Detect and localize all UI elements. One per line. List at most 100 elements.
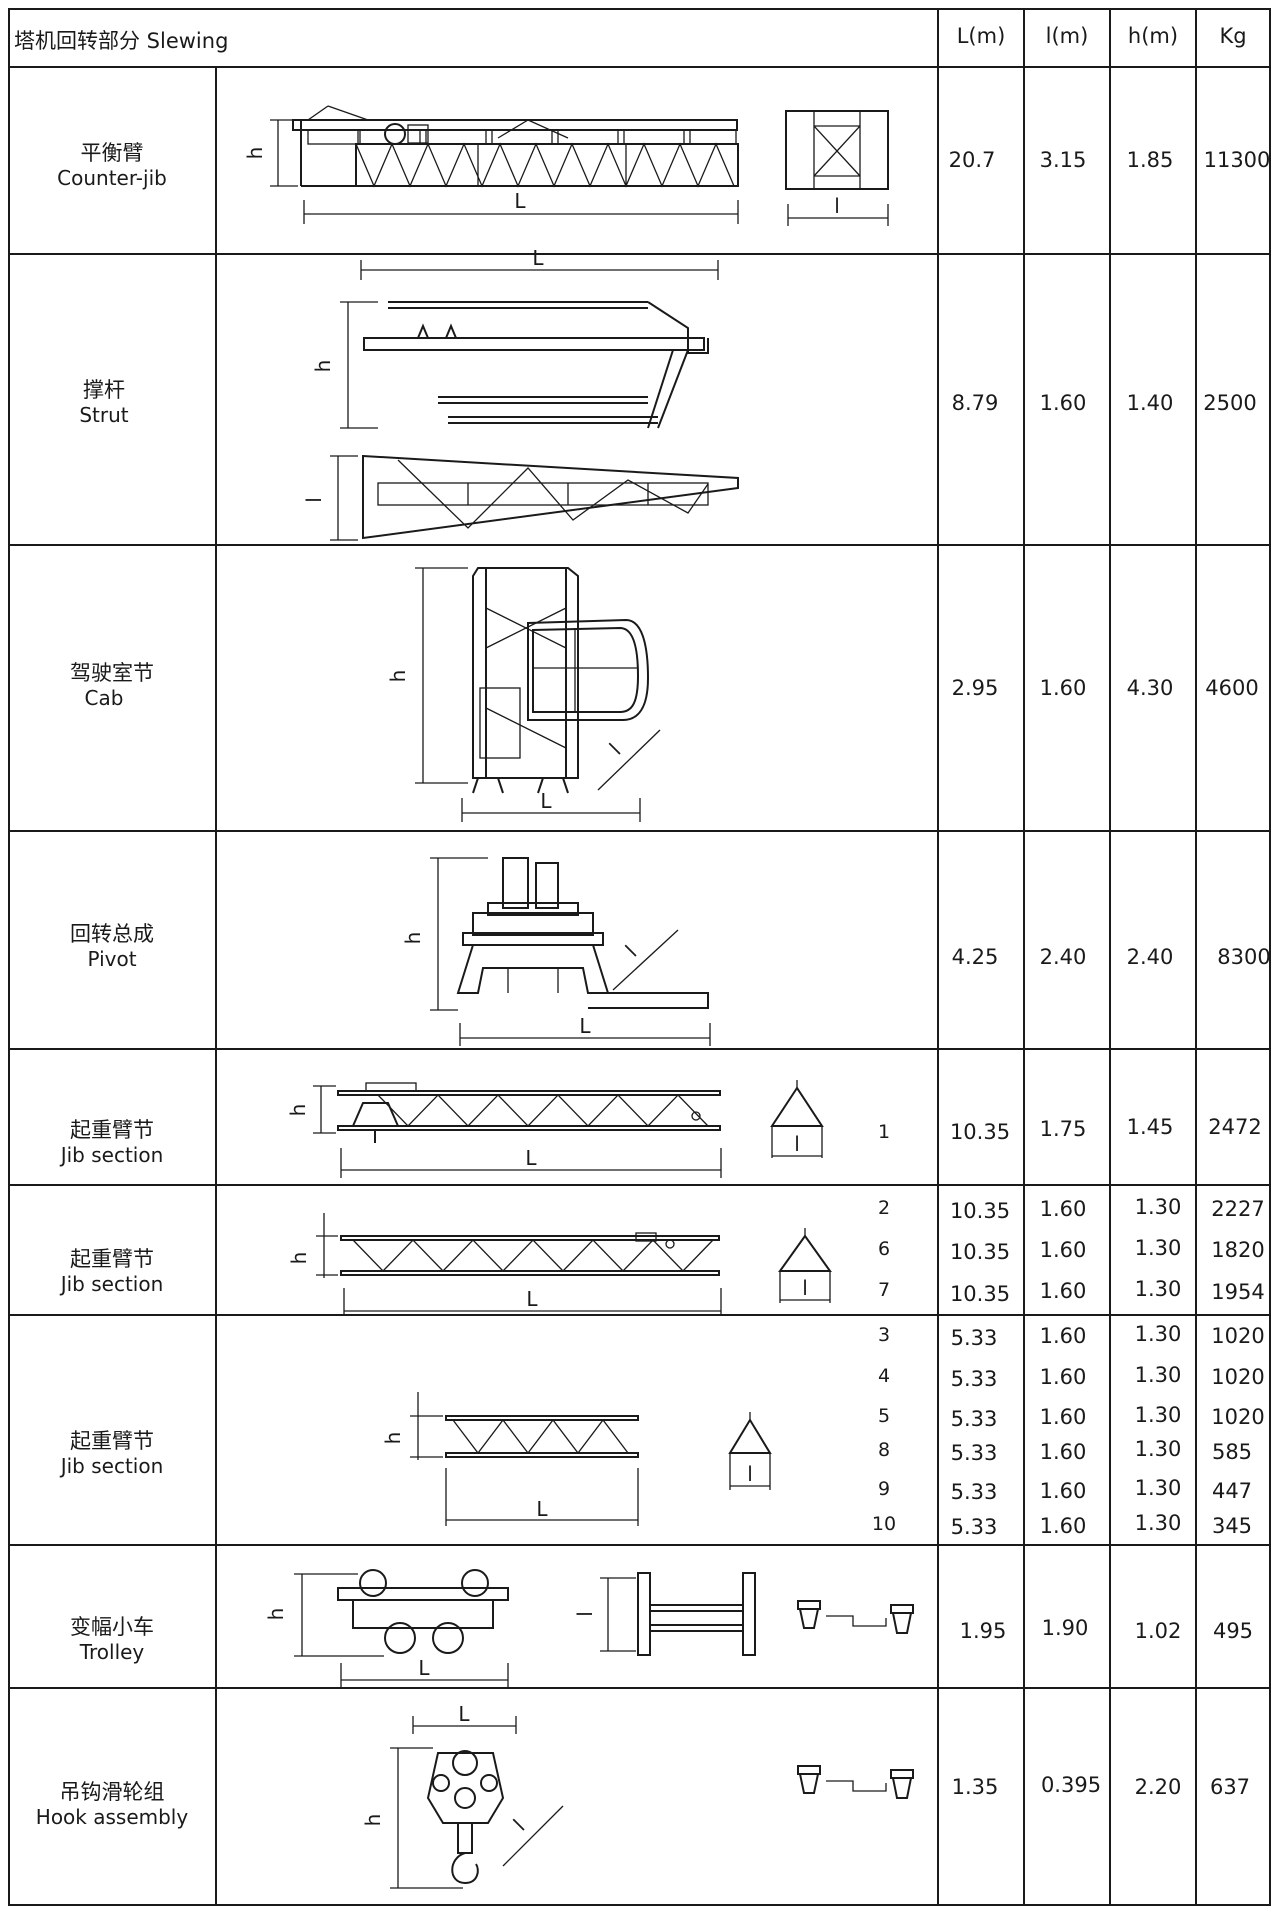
value-height: 1.30 bbox=[1135, 1403, 1182, 1427]
trolley-drawing: h L l bbox=[264, 1569, 914, 1688]
col-header-width: l(m) bbox=[1046, 24, 1089, 48]
value-height: 1.85 bbox=[1127, 148, 1174, 172]
dim-label-width: l bbox=[747, 1462, 753, 1486]
row-hook-values: 1.35 0.395 2.20 637 bbox=[952, 1773, 1250, 1799]
dim-label-length: L bbox=[458, 1702, 470, 1726]
value-weight: 447 bbox=[1212, 1479, 1252, 1503]
row-jib2-name-en: Jib section bbox=[59, 1272, 164, 1296]
dim-label-height: h bbox=[381, 1432, 405, 1445]
value-length: 10.35 bbox=[950, 1282, 1010, 1306]
value-weight: 4600 bbox=[1205, 676, 1258, 700]
dim-label-length: L bbox=[540, 789, 552, 813]
row-jib2-values: 2 10.35 1.60 1.30 2227 6 10.35 1.60 1.30… bbox=[878, 1195, 1265, 1306]
jib-section-line: 5 5.33 1.60 1.30 1020 bbox=[878, 1403, 1265, 1431]
value-weight: 585 bbox=[1212, 1440, 1252, 1464]
value-length: 4.25 bbox=[952, 945, 999, 969]
dim-label-length: L bbox=[579, 1014, 591, 1038]
value-weight: 1820 bbox=[1211, 1238, 1264, 1262]
row-strut-name-en: Strut bbox=[79, 403, 128, 427]
value-length: 5.33 bbox=[951, 1515, 998, 1539]
value-height: 1.30 bbox=[1135, 1476, 1182, 1500]
value-length: 1.35 bbox=[952, 1775, 999, 1799]
row-jib3-name-en: Jib section bbox=[59, 1454, 164, 1478]
dim-label-length: L bbox=[418, 1656, 430, 1680]
dim-label-width: l bbox=[794, 1132, 800, 1156]
col-header-length: L(m) bbox=[957, 24, 1006, 48]
row-strut-values: 8.79 1.60 1.40 2500 bbox=[952, 391, 1257, 415]
row-jib3-values: 3 5.33 1.60 1.30 1020 4 5.33 1.60 1.30 1… bbox=[872, 1322, 1265, 1539]
value-weight: 2500 bbox=[1203, 391, 1256, 415]
jib-section-number: 7 bbox=[878, 1279, 890, 1301]
table-title: 塔机回转部分 Slewing bbox=[14, 29, 228, 53]
jib-section-number: 2 bbox=[878, 1197, 890, 1219]
value-width: 1.90 bbox=[1042, 1616, 1089, 1640]
row-trolley-name-cn: 变幅小车 bbox=[70, 1615, 154, 1639]
value-height: 1.02 bbox=[1135, 1619, 1182, 1643]
dim-label-width: l bbox=[509, 1815, 530, 1836]
jib-section-line: 8 5.33 1.60 1.30 585 bbox=[878, 1437, 1252, 1465]
value-width: 1.60 bbox=[1040, 1279, 1087, 1303]
dim-label-width: l bbox=[621, 941, 642, 962]
row-trolley-name-en: Trolley bbox=[79, 1640, 145, 1664]
value-height: 1.30 bbox=[1135, 1511, 1182, 1535]
value-length: 10.35 bbox=[950, 1120, 1010, 1144]
dim-label-width: l bbox=[834, 194, 840, 218]
dim-label-height: h bbox=[243, 147, 267, 160]
dim-label-length: L bbox=[514, 189, 526, 213]
value-height: 1.30 bbox=[1135, 1322, 1182, 1346]
jib-section-line: 7 10.35 1.60 1.30 1954 bbox=[878, 1277, 1265, 1306]
value-length: 10.35 bbox=[950, 1199, 1010, 1223]
row-cab-name-en: Cab bbox=[85, 686, 124, 710]
row-cab-values: 2.95 1.60 4.30 4600 bbox=[952, 676, 1259, 700]
jib-section-number: 10 bbox=[872, 1513, 896, 1535]
value-length: 5.33 bbox=[951, 1407, 998, 1431]
value-length: 1.95 bbox=[960, 1619, 1007, 1643]
value-weight: 1020 bbox=[1211, 1324, 1264, 1348]
value-height: 1.40 bbox=[1127, 391, 1174, 415]
jib-section-3-drawing: h L l bbox=[381, 1392, 772, 1526]
value-height: 2.20 bbox=[1135, 1775, 1182, 1799]
value-width: 1.60 bbox=[1040, 1479, 1087, 1503]
value-length: 5.33 bbox=[951, 1441, 998, 1465]
value-width: 0.395 bbox=[1041, 1773, 1101, 1797]
dim-label-height: h bbox=[401, 932, 425, 945]
jib-section-line: 9 5.33 1.60 1.30 447 bbox=[878, 1476, 1252, 1504]
value-width: 3.15 bbox=[1040, 148, 1087, 172]
dim-label-length: L bbox=[526, 1287, 538, 1311]
dim-label-width: l bbox=[302, 497, 326, 503]
value-length: 5.33 bbox=[951, 1480, 998, 1504]
row-hook-name-cn: 吊钩滑轮组 bbox=[60, 1780, 165, 1804]
value-width: 2.40 bbox=[1040, 945, 1087, 969]
dim-label-height: h bbox=[286, 1104, 310, 1117]
dim-label-height: h bbox=[386, 670, 410, 683]
value-width: 1.60 bbox=[1040, 391, 1087, 415]
row-jib1-name-cn: 起重臂节 bbox=[70, 1118, 154, 1142]
row-jib2-name-cn: 起重臂节 bbox=[70, 1247, 154, 1271]
col-header-height: h(m) bbox=[1128, 24, 1178, 48]
jib-section-line: 4 5.33 1.60 1.30 1020 bbox=[878, 1363, 1265, 1391]
value-width: 1.60 bbox=[1040, 1238, 1087, 1262]
strut-drawing: L h l bbox=[302, 246, 739, 541]
jib-section-1-drawing: h L l bbox=[286, 1080, 824, 1178]
row-hook-name-en: Hook assembly bbox=[36, 1805, 189, 1829]
value-weight: 8300 bbox=[1217, 945, 1270, 969]
value-weight: 495 bbox=[1213, 1619, 1253, 1643]
value-height: 1.30 bbox=[1135, 1437, 1182, 1461]
dim-label-width: l bbox=[802, 1276, 808, 1300]
value-width: 1.60 bbox=[1040, 1365, 1087, 1389]
jib-section-line: 10 5.33 1.60 1.30 345 bbox=[872, 1511, 1252, 1539]
jib-section-number: 1 bbox=[878, 1121, 890, 1143]
row-strut-name-cn: 撑杆 bbox=[83, 378, 125, 402]
row-counter-jib-name-cn: 平衡臂 bbox=[81, 141, 144, 165]
jib-section-line: 2 10.35 1.60 1.30 2227 bbox=[878, 1195, 1265, 1223]
value-weight: 2227 bbox=[1211, 1197, 1264, 1221]
row-counter-jib-values: 20.7 3.15 1.85 11300 bbox=[949, 148, 1271, 172]
value-width: 1.60 bbox=[1040, 1197, 1087, 1221]
row-trolley-values: 1.95 1.90 1.02 495 bbox=[960, 1616, 1253, 1643]
pivot-drawing: h L l bbox=[401, 857, 711, 1046]
value-height: 1.30 bbox=[1135, 1236, 1182, 1260]
slewing-parts-table: 塔机回转部分 Slewing L(m) l(m) h(m) Kg 平衡臂 Cou… bbox=[8, 8, 1271, 1906]
value-length: 20.7 bbox=[949, 148, 996, 172]
value-length: 8.79 bbox=[952, 391, 999, 415]
value-height: 1.30 bbox=[1135, 1277, 1182, 1301]
